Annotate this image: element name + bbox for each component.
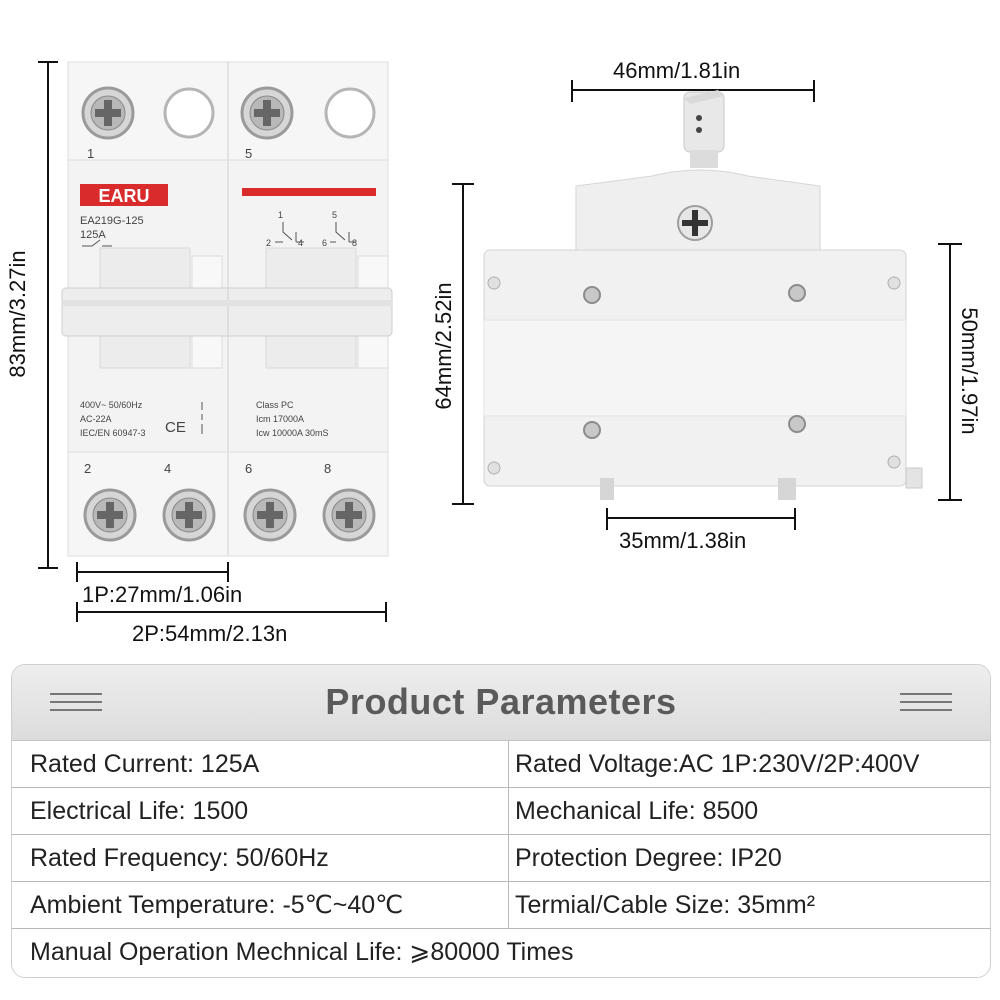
width-1p-dimension-line xyxy=(76,562,229,582)
schematic-number: 1 xyxy=(278,210,283,220)
width-2p-dimension-label: 2P:54mm/2.13n xyxy=(132,621,288,646)
body-height-dimension-line xyxy=(938,243,962,501)
switch-schematic-icon xyxy=(82,222,356,434)
param-cell: Electrical Life: 1500 xyxy=(12,788,509,834)
handle-lever xyxy=(683,90,725,168)
rivet-icon xyxy=(583,284,806,439)
current-label: 125A xyxy=(80,229,106,241)
model-label: EA219G-125 xyxy=(80,215,144,227)
terminal-screw-icon xyxy=(240,86,294,140)
top-width-dimension-label: 46mm/1.81in xyxy=(613,58,741,83)
terminal-screw-icon xyxy=(81,86,135,140)
rail-width-dimension-line xyxy=(606,508,796,530)
width-1p-dimension-label: 1P:27mm/1.06in xyxy=(82,582,243,607)
brand-badge xyxy=(80,184,168,206)
table-row: Rated Frequency: 50/60Hz Protection Degr… xyxy=(12,835,990,882)
top-width-dimension-line xyxy=(571,80,815,102)
height-dimension-line xyxy=(38,61,58,569)
spec-line: Icm 17000A xyxy=(256,414,304,424)
spec-line: Class PC xyxy=(256,400,294,410)
terminal-screw-icon xyxy=(322,488,376,542)
side-height-dimension-line xyxy=(452,183,474,505)
param-cell: Rated Current: 125A xyxy=(12,741,509,787)
brand-logo: EARU xyxy=(98,186,149,206)
schematic-number: 6 xyxy=(322,238,327,248)
breaker-body xyxy=(61,61,393,557)
spec-line: IEC/EN 60947-3 xyxy=(80,428,146,438)
ce-mark: CE xyxy=(165,419,186,436)
front-view-diagram: EARU 1 5 EA219G-125 125A 2 4 6 8 400V~ 5… xyxy=(38,61,393,622)
table-row: Electrical Life: 1500 Mechanical Life: 8… xyxy=(12,788,990,835)
terminal-screw-icon xyxy=(162,488,216,542)
body-height-dimension-label: 50mm/1.97in xyxy=(957,307,982,435)
center-screw-icon xyxy=(677,205,713,241)
schematic-number: 5 xyxy=(332,210,337,220)
table-row: Ambient Temperature: -5℃~40℃ Termial/Cab… xyxy=(12,882,990,929)
param-cell: Rated Voltage:AC 1P:230V/2P:400V xyxy=(515,750,920,778)
side-view-diagram xyxy=(452,80,962,530)
spec-line: Icw 10000A 30mS xyxy=(256,428,329,438)
spec-line: 400V~ 50/60Hz xyxy=(80,400,143,410)
terminal-cover-icon xyxy=(324,87,376,139)
param-cell-full: Manual Operation Mechnical Life: ⩾80000 … xyxy=(30,938,574,966)
terminal-cover-icon xyxy=(163,87,215,139)
schematic-number: 2 xyxy=(266,238,271,248)
menu-lines-icon xyxy=(900,693,952,715)
terminal-screw-icon xyxy=(83,488,137,542)
mounting-hole-icon xyxy=(487,276,901,475)
menu-lines-icon xyxy=(50,693,102,715)
schematic-number: 8 xyxy=(352,238,357,248)
terminal-number: 2 xyxy=(84,461,91,476)
terminal-number: 4 xyxy=(164,461,171,476)
param-cell: Rated Frequency: 50/60Hz xyxy=(12,835,509,881)
param-cell: Termial/Cable Size: 35mm² xyxy=(515,891,816,919)
terminal-number: 5 xyxy=(245,146,252,161)
param-cell: Ambient Temperature: -5℃~40℃ xyxy=(12,882,509,928)
terminal-number: 8 xyxy=(324,461,331,476)
table-row: Manual Operation Mechnical Life: ⩾80000 … xyxy=(12,929,990,975)
product-parameters-card: Product Parameters Rated Current: 125A R… xyxy=(11,664,991,978)
rail-width-dimension-label: 35mm/1.38in xyxy=(619,528,747,553)
terminal-number: 6 xyxy=(245,461,252,476)
table-row: Rated Current: 125A Rated Voltage:AC 1P:… xyxy=(12,741,990,788)
side-height-dimension-label: 64mm/2.52in xyxy=(431,282,456,410)
param-cell: Protection Degree: IP20 xyxy=(515,844,782,872)
spec-line: AC-22A xyxy=(80,414,112,424)
width-2p-dimension-line xyxy=(76,602,387,622)
card-header: Product Parameters xyxy=(12,665,990,741)
card-title: Product Parameters xyxy=(325,681,677,722)
param-cell: Mechanical Life: 8500 xyxy=(515,797,759,825)
height-dimension-label: 83mm/3.27in xyxy=(5,250,30,378)
schematic-number: 4 xyxy=(298,238,303,248)
terminal-screw-icon xyxy=(243,488,297,542)
terminal-number: 1 xyxy=(87,146,94,161)
